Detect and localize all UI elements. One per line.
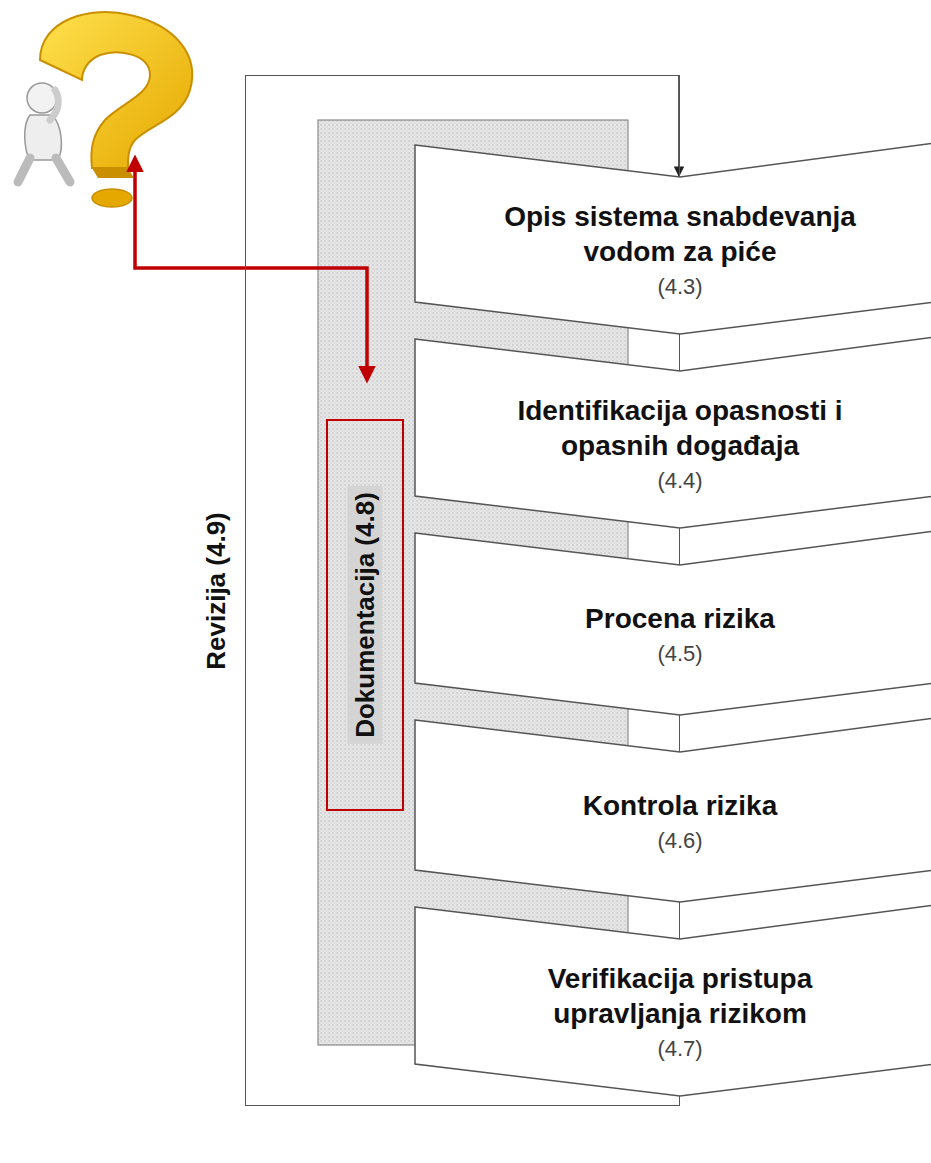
chevron-text-area: Verifikacija pristupa upravljanja riziko… (470, 943, 890, 1082)
question-figure (18, 12, 192, 207)
step-title: Identifikacija opasnosti i opasnih događ… (480, 393, 880, 463)
documentation-box: Dokumentacija (4.8) (326, 419, 404, 811)
chevron-shape (415, 337, 931, 528)
chevron-shape (415, 143, 931, 334)
section-number: (4.6) (657, 827, 702, 856)
documentation-label: Dokumentacija (4.8) (348, 486, 383, 744)
section-number: (4.4) (657, 467, 702, 496)
step-title: Procena rizika (585, 601, 775, 636)
revision-label: Revizija (4.9) (201, 512, 232, 670)
step-title: Opis sistema snabdevanja vodom za piće (480, 199, 880, 269)
process-chevron: Identifikacija opasnosti i opasnih događ… (415, 339, 931, 528)
process-chevron: Kontrola rizika (4.6) (415, 720, 931, 902)
process-chevron: Verifikacija pristupa upravljanja riziko… (415, 907, 931, 1096)
process-chevron: Procena rizika (4.5) (415, 533, 931, 715)
chevron-text-area: Kontrola rizika (4.6) (470, 756, 890, 888)
chevron-shape (415, 718, 931, 902)
section-number: (4.5) (657, 640, 702, 669)
chevron-text-area: Identifikacija opasnosti i opasnih događ… (470, 375, 890, 514)
section-number: (4.3) (657, 273, 702, 302)
red-double-arrow (135, 158, 367, 380)
section-number: (4.7) (657, 1035, 702, 1064)
process-chevron: Opis sistema snabdevanja vodom za piće (4… (415, 145, 931, 334)
chevron-shape (415, 905, 931, 1096)
chevron-text-area: Opis sistema snabdevanja vodom za piće (4… (470, 181, 890, 320)
chevron-shape (415, 531, 931, 715)
chevron-text-area: Procena rizika (4.5) (470, 569, 890, 701)
step-title: Verifikacija pristupa upravljanja riziko… (480, 961, 880, 1031)
step-title: Kontrola rizika (583, 788, 777, 823)
